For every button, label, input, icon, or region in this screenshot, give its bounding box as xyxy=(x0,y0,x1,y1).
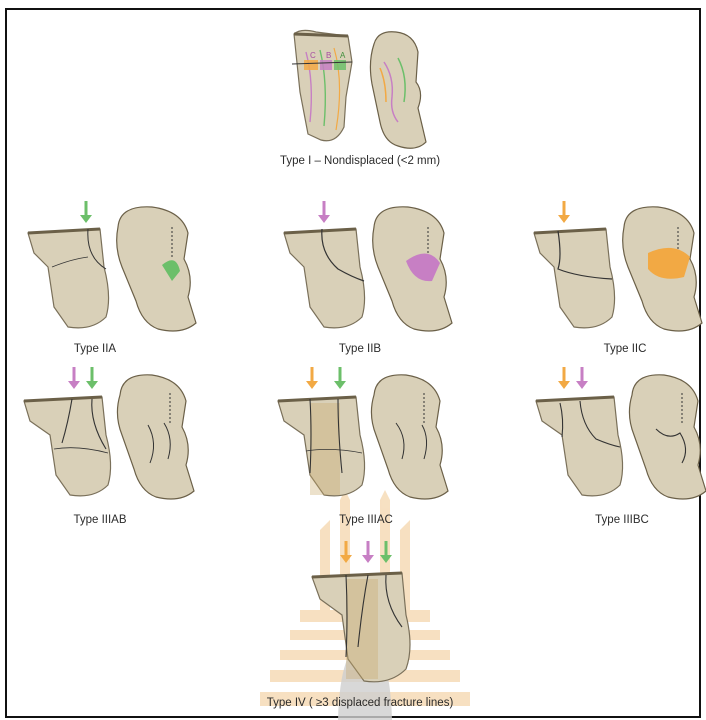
type-iia-label: Type IIA xyxy=(74,343,116,355)
type-iib-label: Type IIB xyxy=(339,343,381,355)
type-i-calcaneus-posterior xyxy=(370,32,426,149)
type-i-label: Type I – Nondisplaced (<2 mm) xyxy=(280,155,440,167)
type-i-calcaneus-section: C B A xyxy=(292,30,352,140)
type-i-letter-a: A xyxy=(340,51,346,60)
type-iic-figure xyxy=(528,197,706,337)
type-iiiac-label: Type IIIAC xyxy=(339,514,393,526)
type-iiiab-label: Type IIIAB xyxy=(73,514,126,526)
type-iiiac-figure xyxy=(272,363,452,508)
type-iiiab-figure xyxy=(18,363,198,508)
type-iiibc-figure xyxy=(530,363,706,508)
type-i-letter-c: C xyxy=(310,51,316,60)
type-iv-label: Type IV ( ≥3 displaced fracture lines) xyxy=(267,697,454,709)
type-i-figure: C B A xyxy=(286,22,436,152)
type-i-letter-b: B xyxy=(326,51,331,60)
type-iib-figure xyxy=(278,197,458,337)
type-iia-figure xyxy=(22,197,202,337)
type-iv-figure xyxy=(306,537,416,692)
type-iic-label: Type IIC xyxy=(604,343,647,355)
type-iiibc-label: Type IIIBC xyxy=(595,514,649,526)
